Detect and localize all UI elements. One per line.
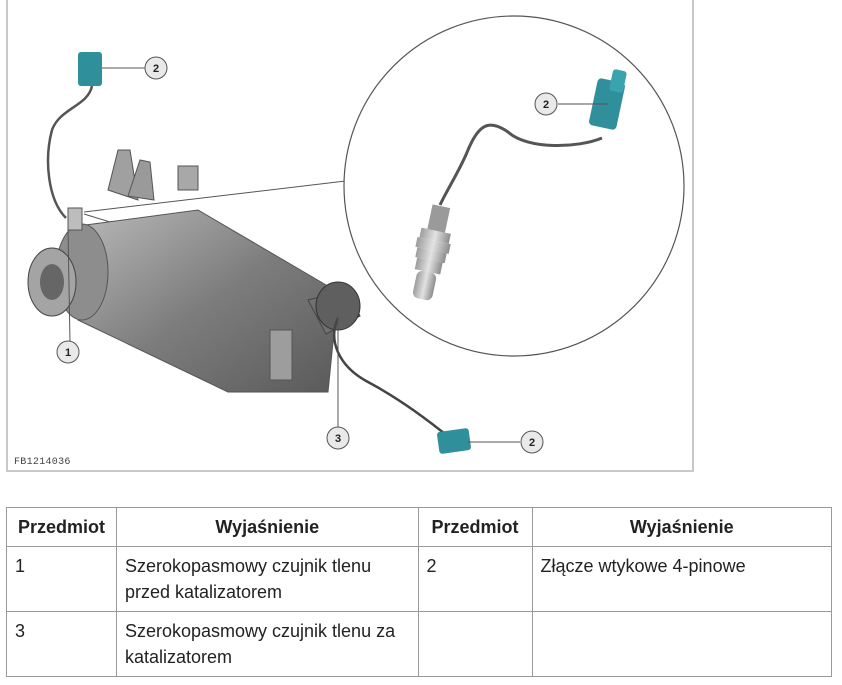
svg-text:2: 2 [153,63,159,75]
callout-2-top: 2 [144,56,168,80]
callout-2-bottom: 2 [520,430,544,454]
table-cell: Szerokopasmowy czujnik tlenu przed katal… [115,546,419,612]
sensor-3-harness [333,317,471,454]
diagram-illustration: 2 2 2 1 3 [27,15,685,454]
table-cell: Szerokopasmowy czujnik tlenu za kataliza… [115,611,419,677]
figure-code: FB1214036 [14,457,71,468]
table-row: 1 Szerokopasmowy czujnik tlenu przed kat… [6,546,832,612]
header-explanation-2: Wyjaśnienie [531,507,832,547]
table-header-row: Przedmiot Wyjaśnienie Przedmiot Wyjaśnie… [6,507,832,547]
svg-text:3: 3 [335,433,341,445]
connector-bottom [437,428,471,454]
sensor-1-harness [46,52,102,231]
table-cell: 3 [6,611,117,677]
table-cell: Złącze wtykowe 4-pinowe [531,546,832,612]
svg-text:1: 1 [65,347,71,359]
detail-oxygen-sensor [412,69,627,301]
table-cell [531,611,832,677]
header-item-2: Przedmiot [417,507,533,547]
svg-text:2: 2 [543,99,549,111]
callout-2-detail: 2 [534,92,558,116]
legend-table: Przedmiot Wyjaśnienie Przedmiot Wyjaśnie… [6,507,832,677]
table-cell [417,611,533,677]
detail-magnifier-circle [343,15,685,357]
header-explanation-1: Wyjaśnienie [115,507,419,547]
header-item-1: Przedmiot [6,507,117,547]
table-cell: 1 [6,546,117,612]
connector-top [78,52,102,86]
callout-1: 1 [56,340,80,364]
zoom-line-top [83,179,355,213]
sensor-diagram: 2 2 2 1 3 FB1214036 [6,0,694,472]
svg-text:2: 2 [529,437,535,449]
callout-3: 3 [326,426,350,450]
table-cell: 2 [417,546,533,612]
table-row: 3 Szerokopasmowy czujnik tlenu za katali… [6,611,832,677]
